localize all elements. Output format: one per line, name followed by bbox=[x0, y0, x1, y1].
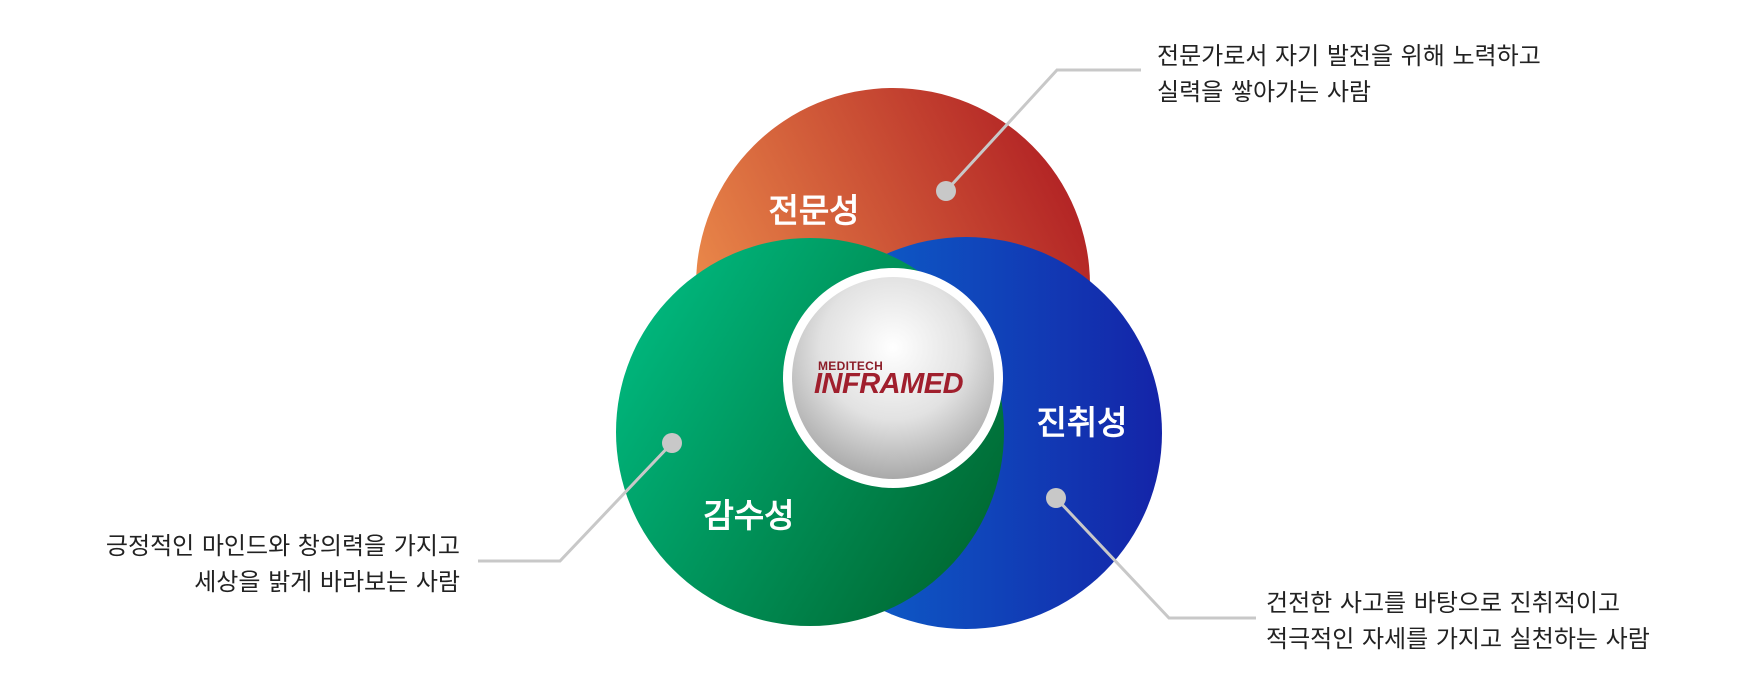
progress-connector-line bbox=[1054, 496, 1256, 620]
center-disc bbox=[792, 277, 994, 479]
sensitivity-label: 감수성 bbox=[703, 496, 794, 535]
sensitivity-description: 긍정적인 마인드와 창의력을 가지고 세상을 밝게 바라보는 사람 bbox=[106, 528, 460, 600]
progress-connector-dot bbox=[1046, 488, 1066, 508]
expertise-description: 전문가로서 자기 발전을 위해 노력하고 실력을 쌓아가는 사람 bbox=[1157, 38, 1541, 110]
progress-description: 건전한 사고를 바탕으로 진취적이고 적극적인 자세를 가지고 실천하는 사람 bbox=[1266, 585, 1650, 657]
logo-inframed-text: INFRAMED bbox=[814, 368, 964, 400]
expertise-description-line1: 전문가로서 자기 발전을 위해 노력하고 bbox=[1157, 42, 1541, 70]
sensitivity-connector-dot bbox=[662, 433, 682, 453]
expertise-label: 전문성 bbox=[768, 191, 859, 230]
expertise-connector-dot bbox=[936, 181, 956, 201]
logo-meditech-text: MEDITECH bbox=[818, 359, 883, 373]
expertise-connector-line bbox=[944, 68, 1141, 193]
progress-description-line1: 건전한 사고를 바탕으로 진취적이고 bbox=[1266, 589, 1621, 617]
progress-description-line2: 적극적인 자세를 가지고 실천하는 사람 bbox=[1266, 625, 1650, 653]
sensitivity-connector-line bbox=[478, 441, 674, 563]
sensitivity-description-line1: 긍정적인 마인드와 창의력을 가지고 bbox=[105, 532, 460, 560]
expertise-description-line2: 실력을 쌓아가는 사람 bbox=[1157, 78, 1371, 106]
progress-label: 진취성 bbox=[1036, 403, 1127, 442]
sensitivity-description-line2: 세상을 밝게 바라보는 사람 bbox=[194, 568, 460, 596]
